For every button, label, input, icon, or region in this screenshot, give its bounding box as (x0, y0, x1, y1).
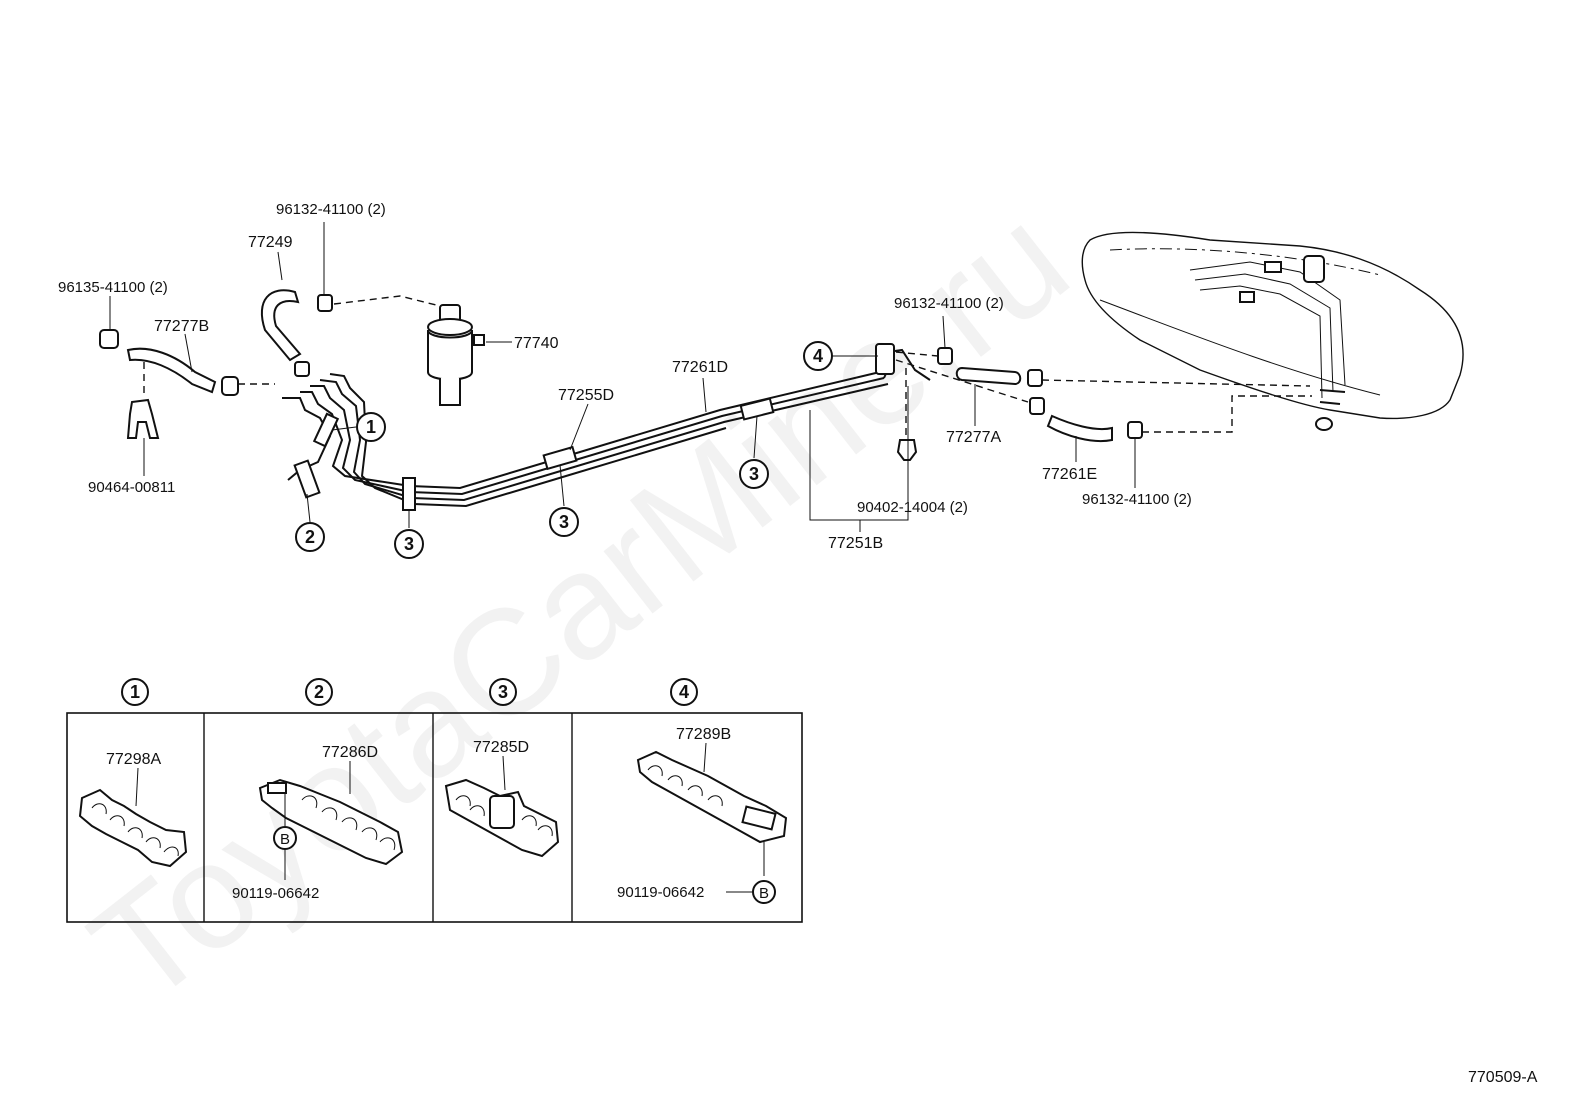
detail-panel: 1 2 3 4 77298A 77286D B 90119-06642 7728… (66, 678, 803, 923)
label-77277B: 77277B (154, 318, 209, 335)
callout-3a: 3 (404, 534, 414, 554)
fuel-pipe-bundle (282, 343, 931, 511)
left-hoses (99, 289, 333, 439)
leader-lines (109, 222, 1136, 532)
diagram-code: 770509-A (1468, 1069, 1538, 1086)
label-77261E: 77261E (1042, 466, 1097, 483)
clamp-77285D (444, 778, 560, 858)
callout-3c: 3 (749, 464, 759, 484)
panel-header-4: 4 (679, 682, 689, 702)
clamp-77289B (636, 750, 788, 844)
clamp-77298A (78, 788, 188, 868)
label-77251B: 77251B (828, 535, 883, 552)
panel-2-part-a: 77286D (322, 744, 378, 761)
pump-77740 (427, 304, 485, 406)
label-77249: 77249 (248, 234, 293, 251)
dashed-links (143, 295, 1312, 440)
label-90402: 90402-14004 (2) (857, 499, 968, 516)
panel-1-part: 77298A (106, 751, 161, 768)
callout-4: 4 (813, 346, 823, 366)
panel-2-marker: B (280, 831, 290, 848)
label-77261D: 77261D (672, 359, 728, 376)
label-96132-bottom: 96132-41100 (2) (1082, 491, 1192, 508)
label-77255D: 77255D (558, 387, 614, 404)
panel-4-part-a: 77289B (676, 726, 731, 743)
callout-2: 2 (305, 527, 315, 547)
fuel-tank (1081, 231, 1464, 431)
panel-4-part-b: 90119-06642 (617, 884, 704, 901)
panel-4-marker: B (759, 885, 769, 902)
callout-3b: 3 (559, 512, 569, 532)
label-96132-right: 96132-41100 (2) (894, 295, 1004, 312)
panel-2-part-b: 90119-06642 (232, 885, 319, 902)
label-96132-top: 96132-41100 (2) (276, 201, 386, 218)
label-96135: 96135-41100 (2) (58, 279, 168, 296)
label-77277A: 77277A (946, 429, 1001, 446)
clamp-77286D (258, 778, 404, 866)
panel-header-2: 2 (314, 682, 324, 702)
callouts: 1 2 3 3 3 4 (295, 341, 833, 559)
panel-header-1: 1 (130, 682, 140, 702)
label-77740: 77740 (514, 335, 559, 352)
callout-1: 1 (366, 417, 376, 437)
panel-header-3: 3 (498, 682, 508, 702)
right-hoses (896, 347, 1143, 461)
panel-3-part: 77285D (473, 739, 529, 756)
label-90464: 90464-00811 (88, 479, 175, 496)
part-labels: 96132-41100 (2) 77249 96135-41100 (2) 77… (58, 201, 1192, 552)
